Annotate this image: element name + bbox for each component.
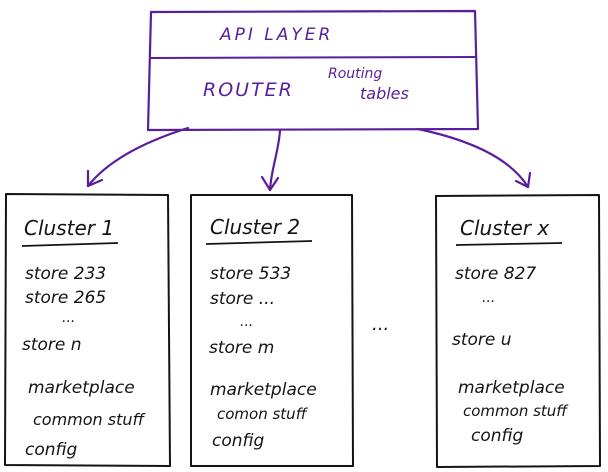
arrow-to-cluster-1: [86, 126, 190, 188]
cluster-2-title-underline: [205, 240, 313, 245]
arrow-to-cluster-2: [260, 128, 282, 192]
api-router-outline: [146, 9, 480, 132]
cluster-x-store-ellipsis: ...: [482, 290, 495, 306]
cluster-x-outline: [435, 194, 601, 468]
cluster-2-title: Cluster 2: [210, 215, 300, 239]
cluster-x-title: Cluster x: [460, 216, 549, 240]
cluster-1-store-n: store n: [22, 335, 82, 355]
cluster-1-store-ellipsis: ...: [62, 310, 75, 326]
cluster-x-store-u: store u: [452, 330, 512, 350]
api-router-box: API LAYER ROUTER Routing tables: [146, 9, 480, 132]
cluster-x-config: config: [471, 426, 524, 446]
cluster-1-store-1: store 233: [25, 264, 106, 284]
cluster-x-title-underline: [455, 242, 563, 246]
router-label: ROUTER: [203, 79, 294, 101]
cluster-2-store-1: store 533: [210, 264, 291, 284]
api-router-divider: [149, 56, 477, 59]
cluster-1-config: config: [25, 440, 78, 460]
cluster-2: Cluster 2 store 533 store ... ... store …: [190, 194, 354, 467]
routing-tables-label-line2: tables: [360, 84, 409, 103]
router-arrows: [86, 126, 532, 192]
cluster-2-config: config: [212, 431, 265, 451]
cluster-1-store-2: store 265: [25, 288, 106, 308]
cluster-1-marketplace: marketplace: [28, 378, 135, 398]
arrow-to-cluster-x: [416, 127, 532, 189]
cluster-2-store-2: store ...: [210, 289, 275, 309]
cluster-1-title: Cluster 1: [24, 216, 114, 240]
cluster-2-marketplace: marketplace: [210, 380, 317, 400]
cluster-2-store-m: store m: [209, 338, 274, 358]
cluster-1-outline: [4, 193, 171, 467]
cluster-2-outline: [190, 194, 354, 467]
cluster-x-common-stuff: common stuff: [463, 402, 569, 420]
cluster-1-common-stuff: common stuff: [33, 410, 147, 429]
api-layer-label: API LAYER: [219, 25, 333, 45]
more-clusters-ellipsis: ...: [372, 314, 389, 335]
cluster-1: Cluster 1 store 233 store 265 ... store …: [4, 193, 171, 467]
cluster-x-marketplace: marketplace: [458, 378, 565, 398]
cluster-1-title-underline: [21, 242, 119, 247]
cluster-x-store-1: store 827: [455, 264, 536, 284]
cluster-2-common-stuff: comon stuff: [217, 405, 309, 423]
cluster-2-store-ellipsis: ...: [240, 314, 253, 330]
cluster-x: Cluster x store 827 ... store u marketpl…: [435, 194, 601, 468]
routing-tables-label-line1: Routing: [328, 66, 382, 82]
